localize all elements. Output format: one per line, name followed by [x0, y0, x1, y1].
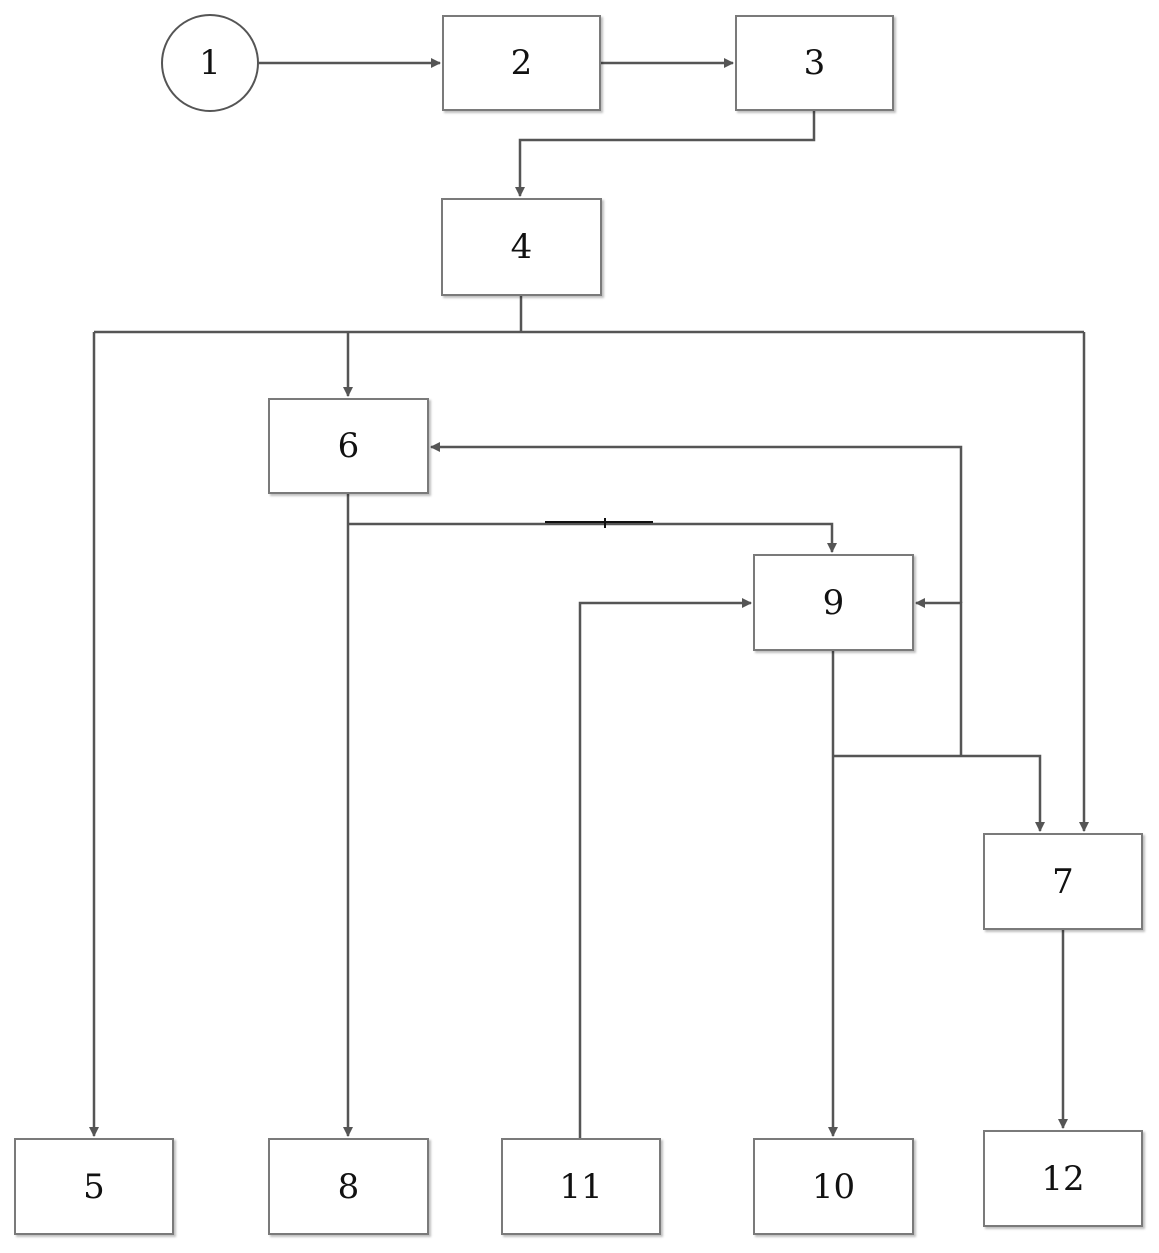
node-12-label: 12	[1041, 1158, 1085, 1199]
node-11: 11	[501, 1138, 661, 1235]
edge-3-4	[515, 111, 816, 197]
node-6: 6	[268, 398, 429, 494]
node-1-label: 1	[199, 43, 221, 83]
node-3-label: 3	[803, 43, 826, 83]
node-6-label: 6	[337, 426, 360, 466]
node-2-label: 2	[510, 43, 533, 83]
edge-9-feedback	[915, 598, 963, 756]
node-10-label: 10	[811, 1166, 856, 1207]
node-2: 2	[442, 15, 601, 111]
edge-9-7	[833, 754, 1045, 832]
node-7: 7	[983, 833, 1143, 930]
node-8: 8	[268, 1138, 429, 1235]
node-4: 4	[441, 198, 602, 296]
node-5-label: 5	[83, 1166, 105, 1207]
edge-6-9	[348, 522, 837, 553]
node-5: 5	[14, 1138, 174, 1235]
node-8-label: 8	[337, 1166, 360, 1207]
node-3: 3	[735, 15, 894, 111]
node-7-label: 7	[1052, 861, 1074, 902]
node-4-label: 4	[510, 227, 533, 267]
node-1: 1	[161, 14, 259, 112]
node-12: 12	[983, 1130, 1143, 1227]
edge-9-6	[430, 442, 963, 603]
edge-11-9	[578, 598, 752, 1138]
node-11-label: 11	[559, 1166, 603, 1207]
node-10: 10	[753, 1138, 914, 1235]
node-9-label: 9	[822, 582, 845, 623]
node-9: 9	[753, 554, 914, 651]
